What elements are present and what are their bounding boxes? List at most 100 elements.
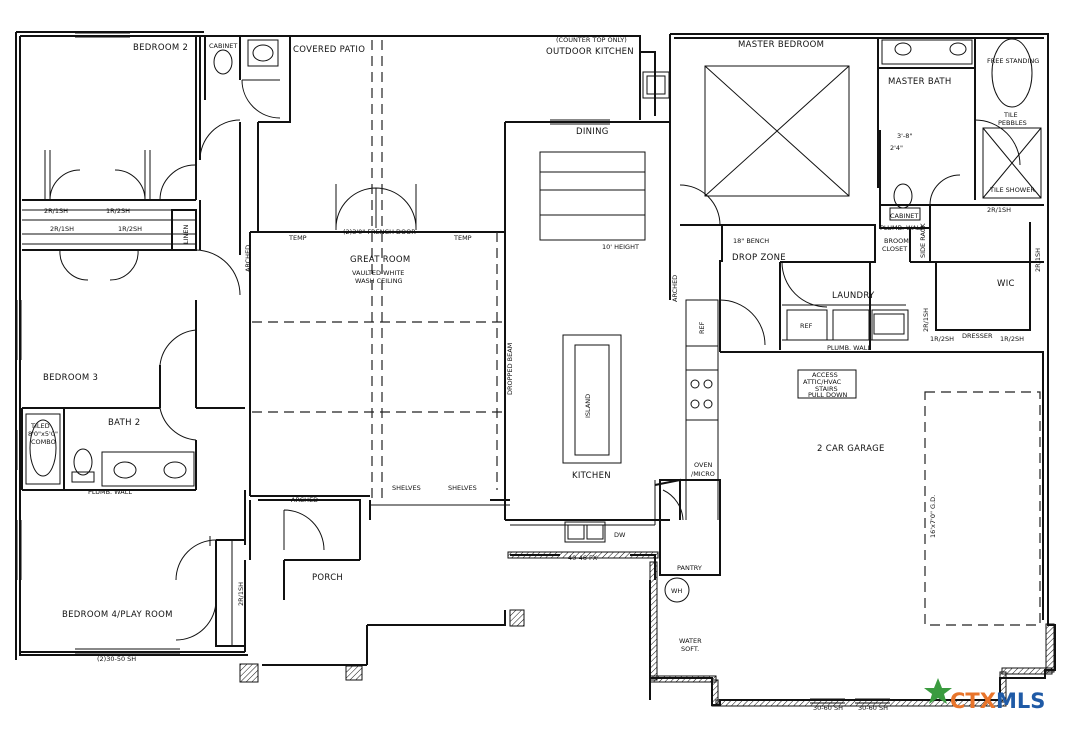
ceiling-line1: VAULTED WHITE <box>352 269 404 277</box>
water-heater-note: WH <box>671 587 682 595</box>
dining-table <box>539 151 646 241</box>
laundry-plumb-wall: PLUMB. WALL <box>827 344 871 352</box>
wic-shelf-note-right: 2R/1SH <box>1034 248 1042 272</box>
laundry-label: LAUNDRY <box>832 291 875 301</box>
laundry-appliances <box>786 309 909 341</box>
garage-door-outline <box>924 391 1041 626</box>
kitchen-counters <box>510 299 721 603</box>
kitchen-island <box>562 334 622 464</box>
master-bedroom-label: MASTER BEDROOM <box>738 40 824 50</box>
bath2-fixtures <box>25 413 195 487</box>
linen-note: LINEN <box>182 224 190 244</box>
attic-access-box <box>797 369 857 399</box>
kitchen-label: KITCHEN <box>572 471 611 481</box>
wic-shelf-note-top: 2R/1SH <box>987 206 1011 214</box>
annotation-labels: CABINET LINEN 2R/1SH 1R/2SH 2R/1SH 1R/2S… <box>28 42 1042 712</box>
master-plumb-wall: PLUMB. WALL <box>880 224 924 232</box>
dresser-note: DRESSER <box>962 332 993 340</box>
bedroom4-window-note: (2)30-50 SH <box>97 655 136 663</box>
great-room-label: GREAT ROOM <box>350 255 411 265</box>
arched-left-note: ARCHED <box>244 245 252 272</box>
attic-note-1: ACCESS <box>812 371 838 379</box>
garage-window-note-b: 30-60 SH <box>858 704 888 712</box>
covered-patio-label: COVERED PATIO <box>293 45 365 55</box>
island-label: ISLAND <box>584 394 592 418</box>
bedroom2-bath-fixtures <box>204 36 281 119</box>
closet-note-1r2sh-a: 1R/2SH <box>106 207 130 215</box>
outdoor-kitchen-sink <box>642 71 670 99</box>
bench-note: 18" BENCH <box>733 237 769 245</box>
master-bed-ceiling <box>704 65 850 197</box>
tub-note-1: TILED <box>30 422 50 430</box>
hatched-walls <box>239 551 1055 707</box>
bedroom4-label: BEDROOM 4/PLAY ROOM <box>62 610 173 620</box>
pantry-label: PANTRY <box>677 564 702 572</box>
closet-note-1r2sh-b: 1R/2SH <box>118 225 142 233</box>
beam-lines <box>252 40 505 500</box>
micro-note: /MICRO <box>691 470 715 478</box>
temp-left-note: TEMP <box>288 234 307 242</box>
plumb-wall-bath2: PLUMB. WALL <box>88 488 132 496</box>
master-cabinet-note: CABINET <box>890 212 918 220</box>
closet-note-2r1sh-b: 2R/1SH <box>50 225 74 233</box>
tile-pebbles-note-2: PEBBLES <box>998 119 1027 127</box>
ceiling-line2: WASH CEILING <box>355 277 403 285</box>
dimension-note-1: 3'-8" <box>897 132 912 140</box>
outdoor-kitchen-label: OUTDOOR KITCHEN <box>546 47 634 57</box>
shelves-right-note: SHELVES <box>448 484 477 492</box>
logo-prefix: CTX <box>950 689 996 713</box>
garage-door-note: 16'x7'0" G.D. <box>929 495 937 538</box>
porch-label: PORCH <box>312 573 343 583</box>
left-wing-walls <box>21 36 246 652</box>
wic-shelf-note-1r2sh-a: 1R/2SH <box>930 335 954 343</box>
tile-pebbles-note-1: TILE <box>1003 111 1018 119</box>
garage-window-note-a: 30-60 SH <box>813 704 843 712</box>
master-bath-fixtures <box>881 38 1042 221</box>
french-door-note: (2)3'0" FRENCH DOOR <box>343 228 416 236</box>
water-soft-line2: SOFT. <box>681 645 699 653</box>
bedroom2-label: BEDROOM 2 <box>133 43 188 53</box>
great-room-walls <box>249 121 671 666</box>
wic-shelf-note-left: 2R/1SH <box>922 308 930 332</box>
bedroom4-door <box>175 536 217 641</box>
texas-star-icon <box>924 678 952 704</box>
wic-shelf-note-1r2sh-b: 1R/2SH <box>1000 335 1024 343</box>
free-standing-note: FREE STANDING <box>987 57 1039 65</box>
broom-closet-note-2: CLOSET <box>882 245 907 253</box>
dimension-note-2: 2'4" <box>890 144 903 152</box>
sink-window-note: 40-46 FX <box>568 554 598 562</box>
laundry-ref-note: REF <box>800 322 813 330</box>
bath2-label: BATH 2 <box>108 418 140 428</box>
drop-zone-label: DROP ZONE <box>732 253 786 263</box>
logo-suffix: MLS <box>996 689 1045 713</box>
kitchen-ref-note: REF <box>698 321 706 334</box>
arched-kitchen-note: ARCHED <box>671 275 679 302</box>
tile-shower-note: TILE SHOWER <box>989 186 1035 194</box>
dropped-beam-note: DROPPED BEAM <box>506 343 514 395</box>
oven-note: OVEN <box>694 461 713 469</box>
attic-note-3: STAIRS <box>815 385 838 393</box>
ctx-mls-logo: CTX MLS <box>924 678 1045 713</box>
bedroom3-label: BEDROOM 3 <box>43 373 98 383</box>
master-bath-label: MASTER BATH <box>888 77 952 87</box>
temp-right-note: TEMP <box>453 234 472 242</box>
tub-note-3: COMBO <box>31 438 56 446</box>
master-wing-walls <box>680 38 1044 353</box>
garage-label: 2 CAR GARAGE <box>817 444 885 454</box>
arched-porch-note: ARCHED <box>291 496 318 504</box>
closet-doors <box>44 119 241 441</box>
french-door <box>335 184 417 230</box>
attic-note-4: PULL DOWN <box>808 391 848 399</box>
room-labels: BEDROOM 2 BEDROOM 3 BEDROOM 4/PLAY ROOM … <box>43 36 1015 653</box>
dishwasher-note: DW <box>614 531 626 539</box>
closet-note-2r1sh-a: 2R/1SH <box>44 207 68 215</box>
outdoor-kitchen-note: (COUNTER TOP ONLY) <box>556 36 627 44</box>
shelves-left-note: SHELVES <box>392 484 421 492</box>
broom-closet-note-1: BROOM <box>884 237 909 245</box>
side-rack-note: SIDE RACK <box>919 223 927 258</box>
wic-label: WIC <box>997 279 1015 289</box>
windows <box>16 32 890 704</box>
dining-label: DINING <box>576 127 609 137</box>
